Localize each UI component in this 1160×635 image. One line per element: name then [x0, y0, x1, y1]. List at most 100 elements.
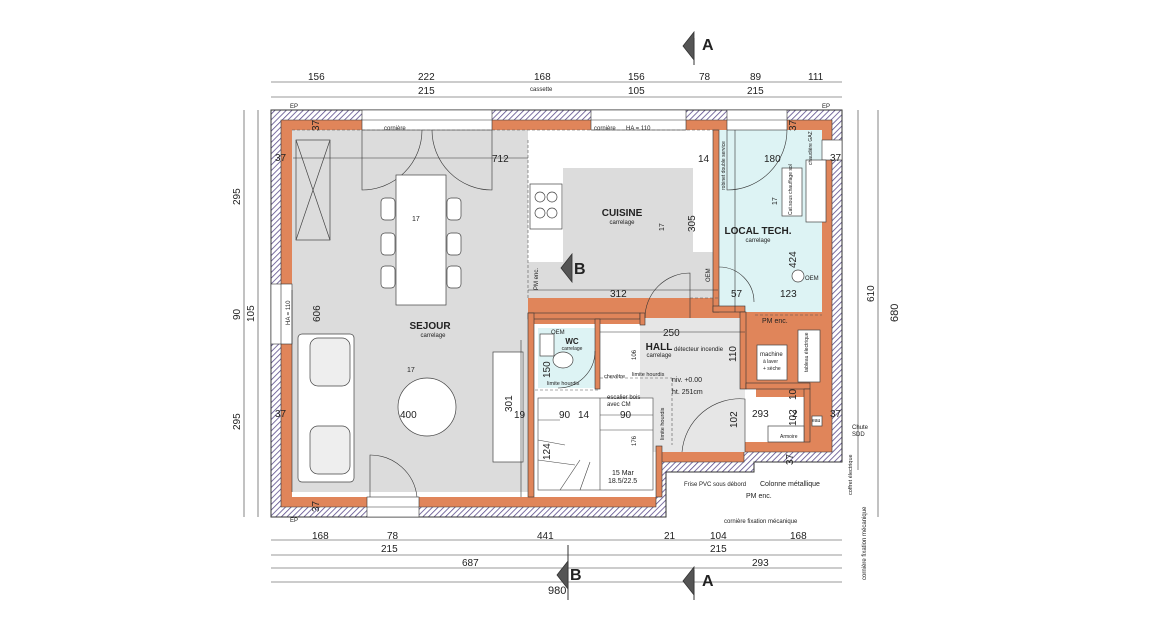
corniere-label: cornière	[594, 126, 616, 132]
dim-bot3-2: 293	[752, 558, 769, 569]
pm-enc-label: PM enc.	[746, 493, 772, 500]
wall-37: 37	[311, 500, 322, 512]
dim-total-width: 980	[548, 585, 566, 597]
room-local-floor: carrelage	[745, 238, 771, 244]
ha110-left-label: HA = 110	[286, 300, 292, 325]
dim-293: 293	[752, 409, 769, 420]
room-labels: SEJOUR carrelage CUISINE carrelage LOCAL…	[409, 208, 791, 359]
wall-37: 37	[275, 153, 287, 164]
dim-left-3: 295	[232, 413, 243, 430]
robinet-label: robinet double service	[721, 141, 727, 190]
niv-label: niv. +0.00	[672, 377, 702, 384]
ht-label: ht. 251cm	[672, 389, 703, 396]
top-dimensions: 156 222 168 156 78 89 111 215 105 215 ca…	[308, 72, 824, 97]
dim-400: 400	[400, 410, 417, 421]
wall-37: 37	[785, 453, 796, 465]
windows	[270, 109, 843, 518]
ep-label: EP	[822, 104, 830, 110]
mark-17: 17	[659, 223, 666, 231]
dim-176: 176	[632, 435, 638, 446]
machine-label: machine	[760, 352, 783, 358]
mark-17: 17	[772, 197, 779, 205]
dim-right-1: 610	[866, 285, 877, 302]
room-local-name: LOCAL TECH.	[724, 226, 791, 237]
machine-label-2: à laver	[763, 359, 778, 365]
machine-label-3: + sèche	[763, 366, 781, 372]
dim-right-2: 680	[889, 304, 901, 322]
detecteur-label: détecteur incendie	[674, 347, 724, 353]
wall-37: 37	[830, 409, 842, 420]
wall-37: 37	[788, 119, 799, 131]
dim-top-1: 156	[308, 72, 325, 83]
armoire-label: Armoire	[780, 434, 798, 440]
dim-bot-2: 78	[387, 531, 399, 542]
dim-top-3: 168	[534, 72, 551, 83]
furniture	[295, 139, 827, 483]
ep-label: EP	[290, 104, 298, 110]
eau-label: eau	[812, 418, 821, 424]
tableau-label: tableau électrique	[804, 332, 810, 372]
cumulus-label: Cat.sous chauffage sol	[788, 164, 794, 215]
dim-90b: 90	[620, 410, 632, 421]
dim-left-1: 295	[232, 188, 243, 205]
section-marker-b-bottom: B	[556, 545, 582, 600]
dim-10: 10	[788, 388, 799, 400]
limite-hourdis-label: limite hourdis	[547, 381, 580, 387]
dim-150: 150	[542, 361, 553, 378]
dimension-lines	[243, 81, 879, 583]
dim-bot-4: 21	[664, 531, 676, 542]
room-cuisine-name: CUISINE	[602, 208, 643, 219]
dim-14: 14	[698, 154, 710, 165]
bottom-dimensions: 168 78 441 21 104 168 215 215 687 293 98…	[312, 531, 807, 597]
dim-57: 57	[731, 289, 743, 300]
dim-bot2-2: 215	[710, 544, 727, 555]
dim-bot2-1: 215	[381, 544, 398, 555]
dim-top-4: 156	[628, 72, 645, 83]
pm-enc-label: PM enc.	[762, 318, 788, 325]
wall-37: 37	[311, 119, 322, 131]
chute-label-2: SDD	[852, 432, 865, 438]
limite-hourdis-label: limite hourdis	[660, 407, 666, 440]
oem-label: OEM	[706, 268, 712, 282]
dim-424: 424	[788, 251, 799, 268]
dim-301: 301	[504, 395, 515, 412]
section-marker-a-bottom: A	[682, 565, 714, 600]
wall-thickness-labels: 37 37 37 37 37 37 37 37	[275, 119, 842, 512]
dim-106: 106	[632, 349, 638, 360]
dim-102b: 102	[788, 409, 799, 426]
dim-2: 2	[792, 409, 798, 420]
dim-top2-2: 105	[628, 86, 645, 97]
ha110-label: HA = 110	[626, 126, 651, 132]
dim-bot-6: 168	[790, 531, 807, 542]
marches-label-2: 18.5/22.5	[608, 478, 637, 485]
dim-bot-5: 104	[710, 531, 727, 542]
interior-dimensions: 712 14 180 305 312 424 57 123 250 150 10…	[400, 154, 799, 460]
oem-label: OEM	[551, 330, 565, 336]
room-hall-floor: carrelage	[646, 353, 672, 359]
dim-180: 180	[764, 154, 781, 165]
room-wc-name: WC	[565, 337, 579, 346]
dim-left-4: 105	[246, 305, 257, 322]
annotations: cornière cornière HA = 110 HA = 110 EP E…	[286, 104, 869, 580]
dim-left-2: 90	[232, 308, 243, 320]
dim-bot-3: 441	[537, 531, 554, 542]
room-hall-name: HALL	[646, 342, 673, 353]
wall-37: 37	[275, 409, 287, 420]
cassette-label: cassette	[530, 87, 553, 93]
side-dimensions: 295 90 295 105 606 610 680	[232, 188, 901, 430]
corniere-fix-vertical: cornière fixation mécanique	[862, 506, 868, 580]
dim-top-7: 111	[808, 72, 824, 83]
dim-90: 90	[559, 410, 571, 421]
frise-label: Frise PVC sous débord	[684, 482, 746, 488]
escalier-label: escalier bois	[607, 395, 640, 401]
dim-bot-1: 168	[312, 531, 329, 542]
room-wc-floor: carrelage	[562, 346, 583, 352]
dim-312: 312	[610, 289, 627, 300]
dim-123: 123	[780, 289, 797, 300]
chaudiere-label: chaudière GAZ	[808, 131, 814, 165]
room-cuisine-floor: carrelage	[609, 220, 635, 226]
escalier-label-2: avec CM	[607, 402, 631, 408]
section-marker-a-top: A	[682, 30, 714, 65]
chevetre-label: chevêtre	[604, 374, 625, 380]
